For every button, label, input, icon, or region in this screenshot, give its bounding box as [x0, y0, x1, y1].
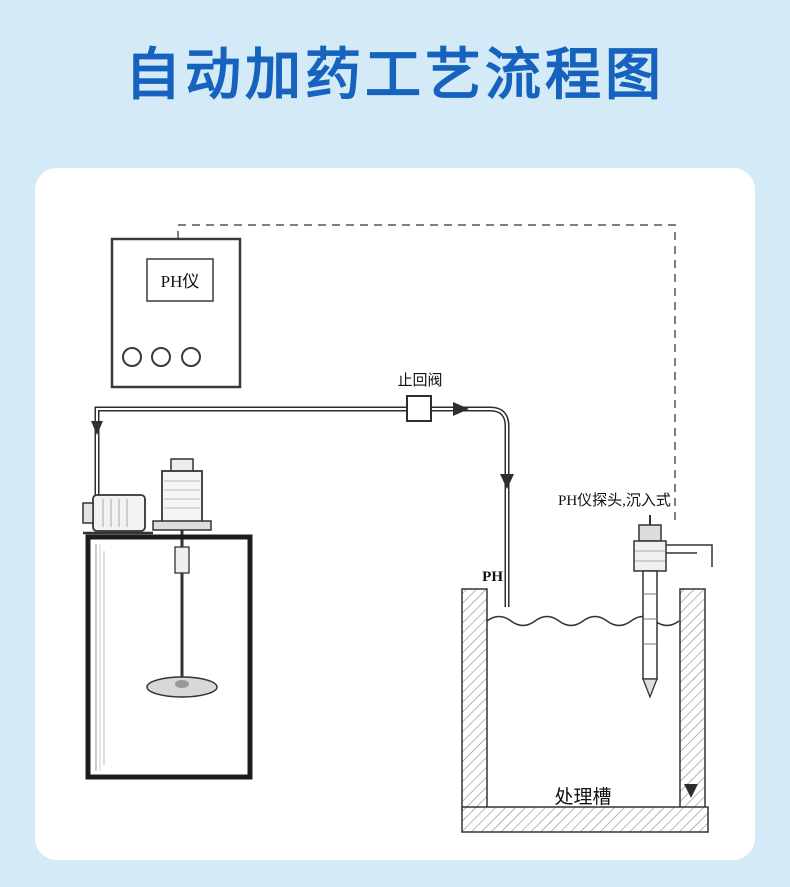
probe-cap: [638, 524, 662, 542]
flow-arrow-right: [453, 402, 469, 416]
agitator-motor: [161, 470, 203, 524]
pump-head: [82, 502, 94, 524]
flow-arrow-down-left: [91, 421, 103, 435]
treatment-tank-left-wall: [461, 588, 488, 810]
ph-controller-panel: PH仪: [110, 237, 242, 389]
probe-bracket: [666, 544, 713, 567]
dosing-pump: [82, 494, 153, 535]
page-title: 自动加药工艺流程图: [125, 43, 665, 106]
check-valve-label: 止回阀: [397, 372, 442, 389]
indicator-knob-1: [122, 347, 142, 367]
flow-arrow-down: [500, 474, 514, 489]
signal-line-dashed: [177, 224, 676, 521]
mount-plate: [152, 520, 212, 531]
probe-tip: [642, 678, 658, 699]
agitator: [146, 458, 218, 698]
probe-head: [633, 540, 667, 572]
ph-display: [146, 258, 214, 302]
ph-probe-label: PH仪探头,沉入式: [558, 492, 671, 509]
check-valve: 止回阀: [397, 372, 443, 422]
treatment-tank-floor: [461, 806, 709, 833]
check-valve-body: [406, 395, 432, 422]
treatment-tank-right-wall: [679, 588, 706, 810]
ph-outlet-label: PH: [482, 569, 503, 585]
indicator-knob-3: [181, 347, 201, 367]
level-arrow: [684, 784, 698, 798]
ph-meter-label: PH仪: [161, 272, 200, 291]
ph-probe: PH仪探头,沉入式: [558, 492, 713, 699]
treatment-tank: 处理槽: [461, 588, 709, 833]
treatment-tank-label: 处理槽: [554, 786, 611, 808]
chemical-tank: [85, 534, 253, 780]
propeller-hub: [175, 680, 189, 688]
process-flow-diagram: PH仪 止回阀 PH: [82, 224, 713, 833]
chemical-tank-wall: [85, 534, 253, 780]
indicator-knob-2: [151, 347, 171, 367]
probe-stem: [642, 570, 658, 680]
dosing-pipe: [91, 402, 514, 607]
shaft-coupling: [174, 546, 190, 574]
diagram-card: PH仪 止回阀 PH: [35, 168, 755, 860]
